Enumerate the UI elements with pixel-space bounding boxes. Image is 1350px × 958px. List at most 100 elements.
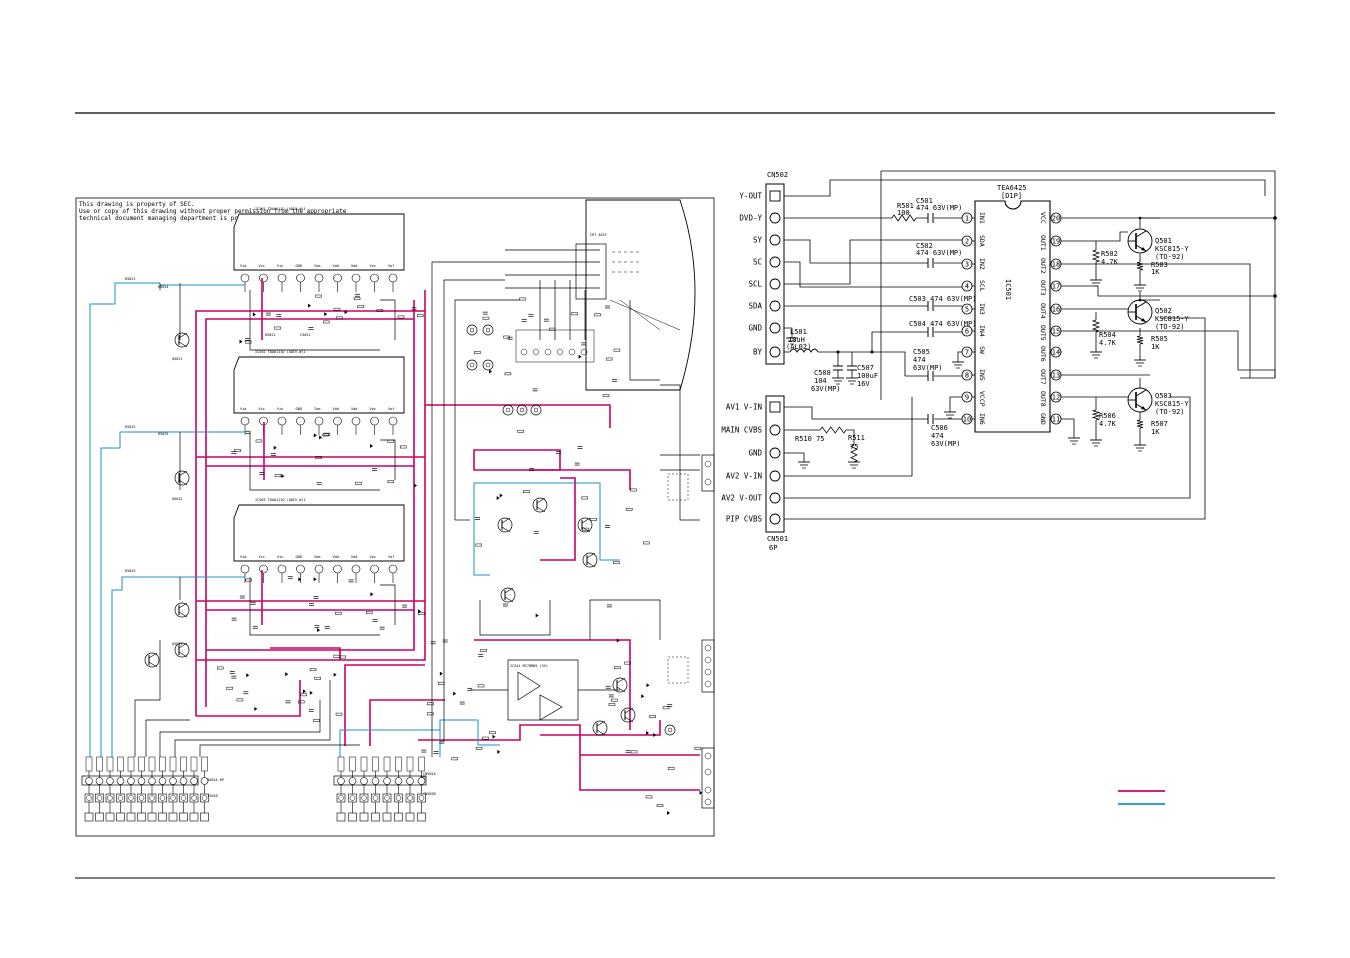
transistor-icon [174, 602, 190, 618]
cn502-pin-square [769, 190, 781, 202]
ic501-right-pin-name: OUT2 [1039, 258, 1047, 274]
resistor-icon [315, 294, 322, 298]
jack-icon [519, 407, 525, 413]
transistor-emitter [624, 716, 634, 723]
ic501-right-pin-number: 11 [1052, 416, 1060, 424]
label-r5025: R5025 [158, 432, 169, 436]
transistor-collector [178, 602, 188, 609]
connector-pin-label-box [138, 756, 145, 772]
resistor-r506 [1091, 409, 1101, 421]
resistor-r504 [1091, 319, 1101, 333]
diode-icon [333, 672, 337, 677]
ic-pin-name: Voc [370, 555, 376, 559]
ic501-right-pin-number: 12 [1052, 394, 1060, 402]
r504-value: 4.7K [1099, 339, 1117, 347]
resistor-r507 [1136, 419, 1144, 429]
connector-pin [106, 777, 114, 785]
resistor-icon [602, 394, 610, 397]
resistor-icon [581, 496, 589, 500]
cn501-pin-circle [769, 447, 781, 459]
cn-mid2-label: CN502B [423, 792, 436, 796]
ic-pin-circle [351, 564, 361, 574]
cn502-pin-circle [769, 278, 781, 290]
diode-icon [578, 354, 582, 359]
q501-label: Q501 [1155, 237, 1172, 245]
ic501-left-pin-name: IN1 [978, 212, 986, 224]
resistor-icon [523, 490, 530, 493]
connector-pin [190, 777, 198, 785]
main-board-schematic: This drawing is property of SEC. Use or … [75, 197, 715, 837]
resistor-icon [313, 719, 320, 722]
diode-icon [667, 810, 671, 815]
connector-socket [359, 793, 369, 803]
connector-pin [406, 777, 414, 785]
ic501-right-pin-number: 18 [1052, 261, 1060, 269]
connector-pin-label-box [201, 756, 208, 772]
cn501-body [765, 395, 785, 533]
transistor-emitter [178, 611, 188, 618]
cn501-label: CN501 [767, 535, 788, 543]
resistor-icon [333, 307, 341, 311]
diode-icon [324, 312, 328, 317]
label-q5021: Q5021 [172, 357, 183, 361]
cn502-pin-label: SDA [748, 302, 762, 311]
ic501-pin-circle [1050, 325, 1062, 337]
r506-label: R506 [1099, 412, 1116, 420]
cn501-pin-circle [769, 492, 781, 504]
connector-socket [200, 793, 209, 803]
diode-icon [252, 312, 256, 317]
cn501-pin-label: GND [748, 449, 762, 458]
resistor-icon [226, 686, 233, 690]
resistor-icon [397, 315, 405, 319]
ic501-right-pin-name: OUT7 [1039, 369, 1047, 385]
cn502-pin-label: GND [748, 324, 762, 333]
transistor-icon [582, 552, 598, 568]
cn501-pin-circle [769, 513, 781, 525]
connector-pin-label-box [190, 756, 198, 772]
ic-pin-name: Vcc [259, 555, 265, 559]
component-marks [217, 293, 703, 815]
transistor-emitter [178, 479, 188, 486]
c506-value-2: 63V(MP) [931, 440, 961, 448]
r511-value: 75 [850, 443, 858, 451]
ic501-package: [D1P] [1001, 192, 1022, 200]
jack-icon [466, 359, 478, 371]
diode-icon [499, 493, 503, 498]
resistor-icon [645, 795, 653, 799]
connector-pin [137, 777, 146, 785]
connector-socket-hole [418, 795, 425, 801]
ic-pin-name: Vof [388, 264, 394, 268]
ic-pin-circle [296, 416, 305, 426]
connector-socket [405, 793, 415, 803]
ic501-left-pin-name: IN3 [978, 303, 986, 315]
diode-icon [418, 609, 422, 614]
connector-pin-label-box [406, 756, 414, 772]
connector-socket [405, 812, 415, 822]
video-amp-ic-1: IC501 TDA6111Q (ADIV-W)1 [233, 207, 405, 271]
resistor-icon [217, 666, 224, 670]
ic501-left-pin-number: 7 [965, 349, 969, 357]
connector-pin-label-box [418, 756, 425, 772]
resistor-icon [355, 481, 362, 485]
c504-label: C504 474 63V(MP) [909, 320, 976, 328]
board-frame [75, 197, 715, 837]
resistor-icon [519, 297, 526, 301]
ic501-left-pin-number: 5 [965, 306, 969, 314]
signal-rails-cyan [89, 282, 620, 757]
diode-icon [646, 730, 650, 735]
cn501-pin-label: MAIN CVBS [721, 426, 762, 435]
r511-label: R511 [848, 434, 865, 442]
label-mid-ic: IC541 MC78M05 (5V) [510, 664, 548, 668]
transistor-icon [577, 517, 593, 533]
connector-socket [417, 812, 426, 822]
transistor-emitter [501, 526, 511, 533]
jack-icon [530, 404, 542, 416]
ic501-pin-circle [1050, 280, 1062, 292]
transistor-collector [616, 677, 626, 684]
ic-pin-circle [388, 416, 398, 426]
transistor-collector [536, 497, 546, 504]
cn502-pin-circle [769, 234, 781, 246]
connector-socket-hole [149, 795, 155, 801]
resistor-icon [309, 668, 317, 672]
